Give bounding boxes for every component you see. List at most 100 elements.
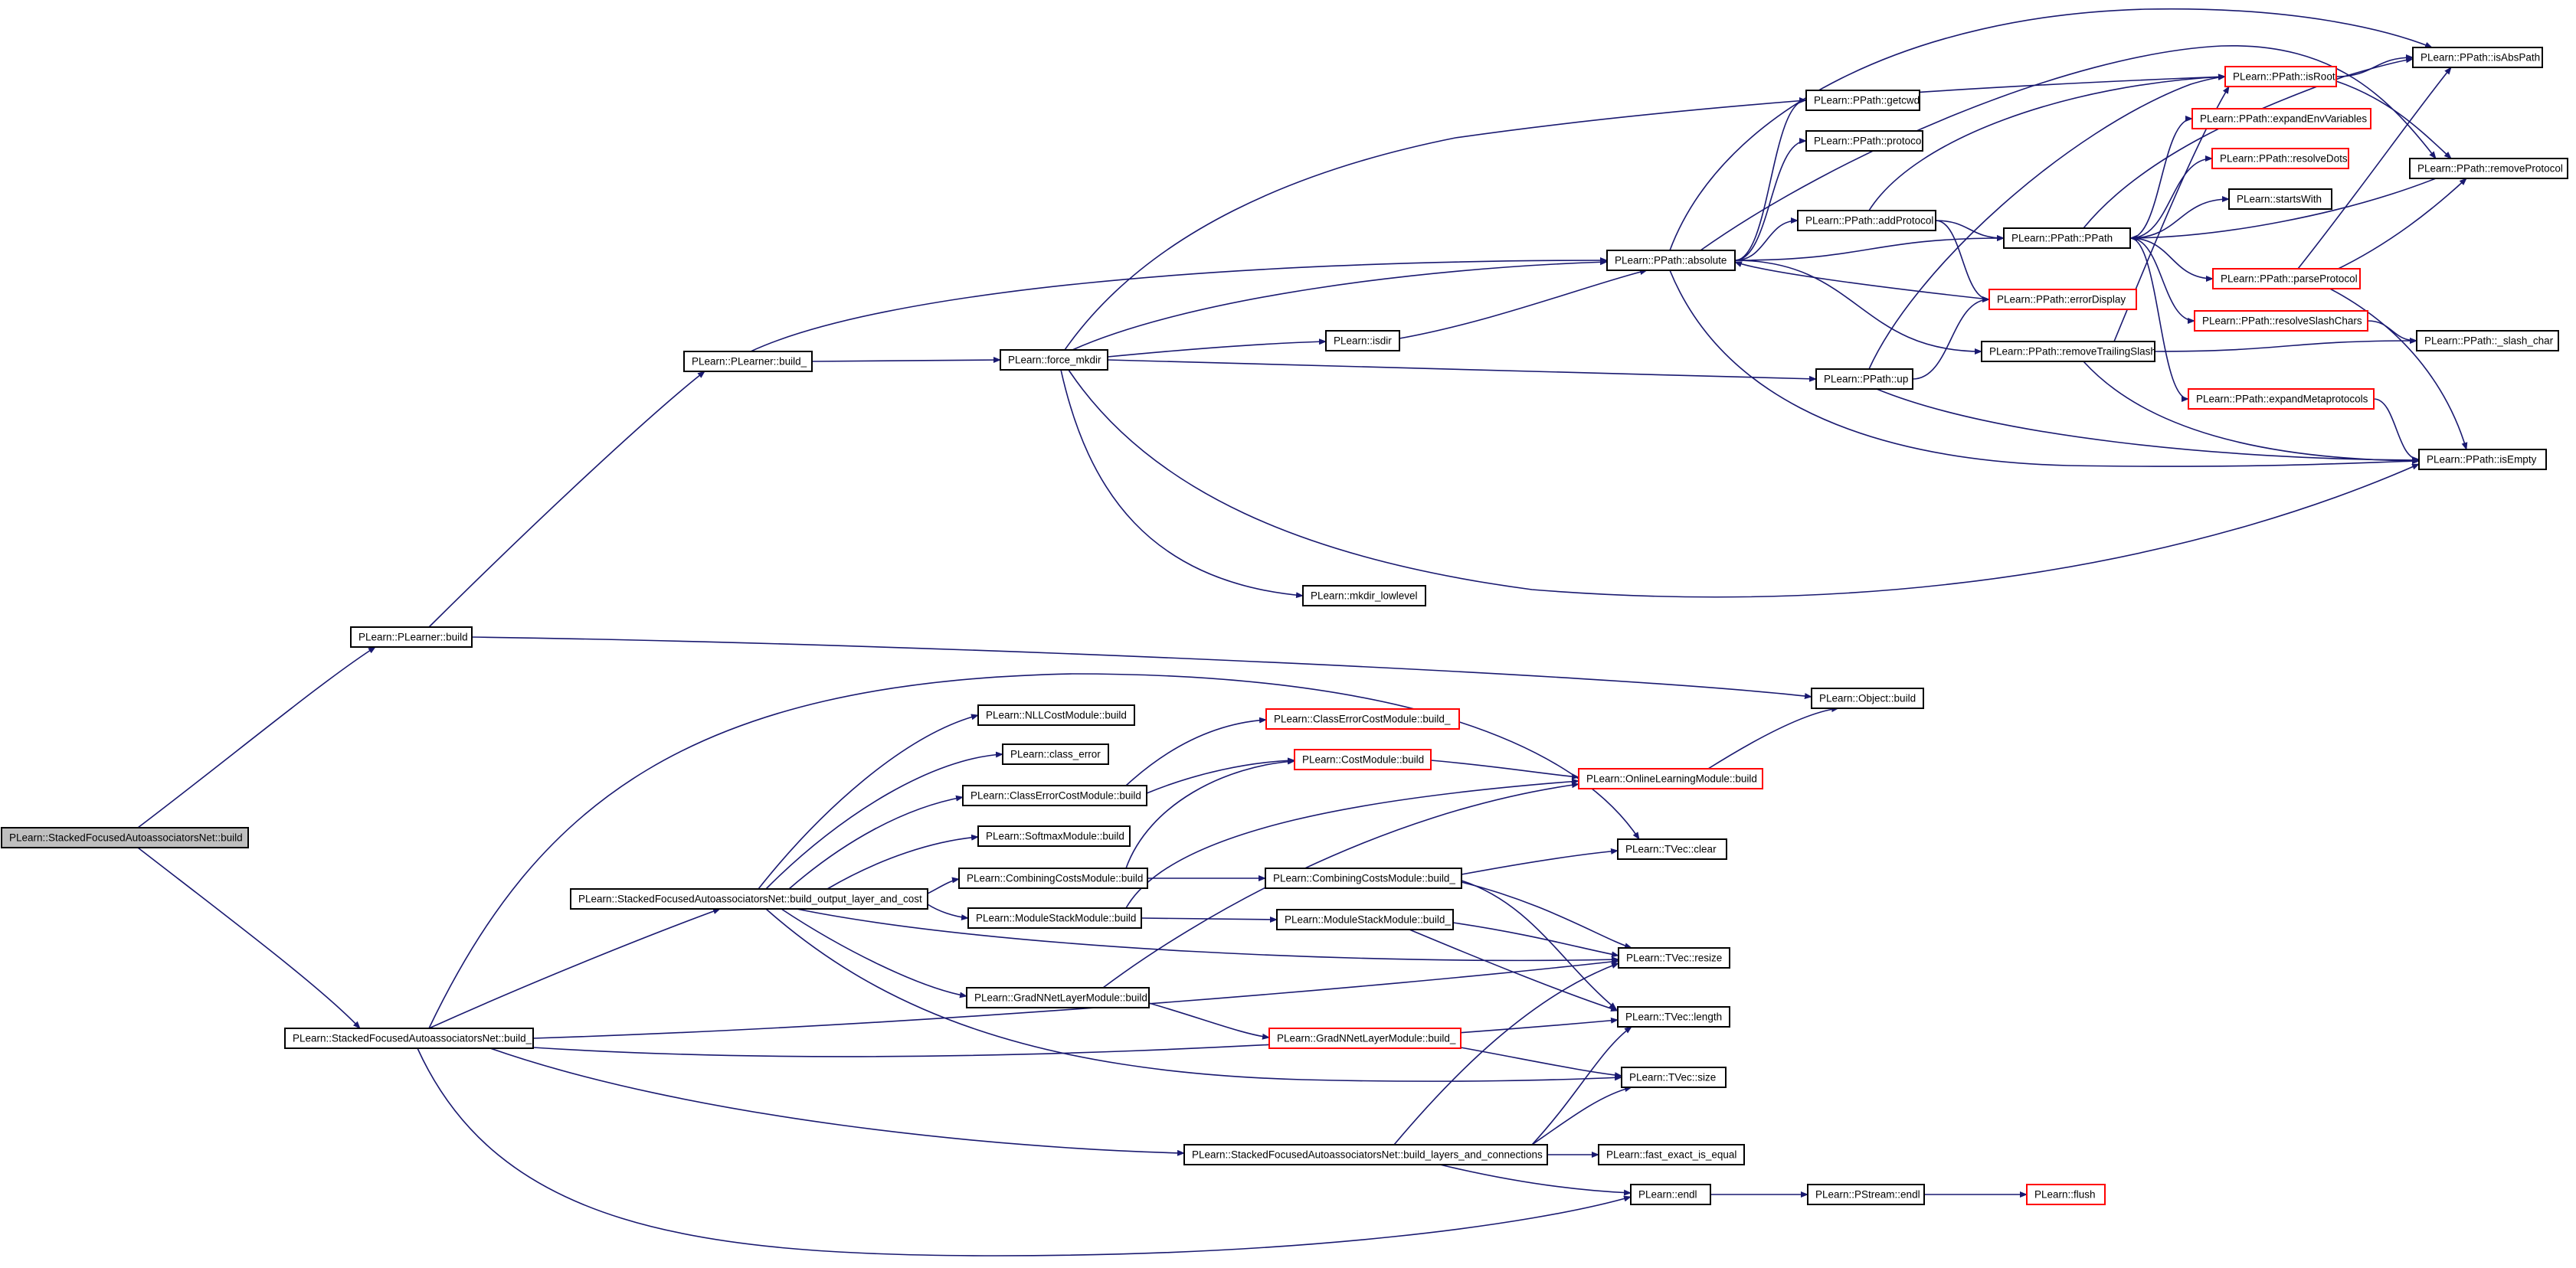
node-pstream-endl[interactable]: PLearn::PStream::endl xyxy=(1807,1184,1925,1205)
node-label: PLearn::PLearner::build_ xyxy=(692,356,807,368)
edge-sfan_build_-to-tvec_length xyxy=(532,1017,1619,1057)
node-box xyxy=(2409,158,2568,179)
node-box xyxy=(1325,330,1400,351)
node-box xyxy=(284,1028,534,1049)
edge-sfan_build_output-to-tvec_size xyxy=(765,908,1622,1082)
node-box xyxy=(1265,868,1462,889)
edge-combiningcosts_build_-to-tvec_clear xyxy=(1461,848,1619,875)
edge-ppath_removetrailingslash-to-ppath_slash_char xyxy=(2154,338,2417,352)
node-isdir[interactable]: PLearn::isdir xyxy=(1325,330,1400,351)
node-sfan-build-layers[interactable]: PLearn::StackedFocusedAutoassociatorsNet… xyxy=(1183,1144,1548,1165)
node-tvec-clear[interactable]: PLearn::TVec::clear xyxy=(1617,838,1727,860)
node-label: PLearn::ModuleStackModule::build xyxy=(976,913,1136,924)
edge-ppath_absolute-to-ppath_isempty xyxy=(1669,270,2420,467)
node-tvec-length[interactable]: PLearn::TVec::length xyxy=(1617,1006,1730,1028)
node-label: PLearn::PPath::expandMetaprotocols xyxy=(2196,394,2368,405)
node-box xyxy=(967,907,1142,929)
node-mkdir-lowlevel[interactable]: PLearn::mkdir_lowlevel xyxy=(1302,585,1426,606)
node-label: PLearn::NLLCostModule::build xyxy=(986,710,1127,721)
edge-sfan_build_output-to-tvec_resize xyxy=(796,908,1619,963)
node-ppath-isempty[interactable]: PLearn::PPath::isEmpty xyxy=(2418,449,2547,470)
node-nllcost-build[interactable]: PLearn::NLLCostModule::build xyxy=(977,704,1135,726)
node-label: PLearn::PPath::absolute xyxy=(1615,255,1727,266)
edge-force_mkdir-to-ppath_isempty xyxy=(1068,369,2420,598)
node-ppath-addprotocol[interactable]: PLearn::PPath::addProtocol xyxy=(1797,210,1936,231)
node-modulestack-build[interactable]: PLearn::ModuleStackModule::build xyxy=(967,907,1142,929)
node-label: PLearn::PLearner::build xyxy=(358,632,468,643)
edge-costmodule_build-to-onlinelearning_build xyxy=(1430,760,1579,780)
node-plearner-build[interactable]: PLearn::PLearner::build xyxy=(350,626,473,648)
node-ppath-ppath[interactable]: PLearn::PPath::PPath xyxy=(2003,227,2131,249)
edge-force_mkdir-to-ppath_up xyxy=(1107,359,1817,382)
node-softmax-build[interactable]: PLearn::SoftmaxModule::build xyxy=(977,825,1131,847)
edge-ppath_expandmetaprotocols-to-ppath_isempty xyxy=(2373,398,2420,462)
node-class-error[interactable]: PLearn::class_error xyxy=(1002,743,1109,765)
node-label: PLearn::PPath::isEmpty xyxy=(2427,454,2537,466)
node-classerrorcost-build[interactable]: PLearn::ClassErrorCostModule::build xyxy=(962,785,1147,806)
edge-layer xyxy=(137,8,2468,1257)
node-force-mkdir[interactable]: PLearn::force_mkdir xyxy=(1000,349,1108,371)
node-label: PLearn::PPath::removeProtocol xyxy=(2417,163,2563,175)
edge-ppath_up-to-ppath_isroot xyxy=(1868,74,2226,370)
node-ppath-removeprotocol[interactable]: PLearn::PPath::removeProtocol xyxy=(2409,158,2568,179)
node-box xyxy=(1811,688,1924,709)
edge-plearner_build_-to-force_mkdir xyxy=(811,357,1001,364)
node-ppath-removetrailingslash[interactable]: PLearn::PPath::removeTrailingSlash xyxy=(1981,341,2156,362)
node-label: PLearn::endl xyxy=(1638,1189,1697,1201)
node-ppath-slash-char[interactable]: PLearn::PPath::_slash_char xyxy=(2416,330,2559,351)
node-box xyxy=(2224,66,2337,87)
node-box xyxy=(1805,130,1923,152)
node-gradnnet-build[interactable]: PLearn::GradNNetLayerModule::build xyxy=(966,987,1150,1008)
node-box xyxy=(966,987,1150,1008)
node-box xyxy=(1815,368,1913,390)
edge-ppath_absolute-to-ppath_addprotocol xyxy=(1734,217,1799,261)
node-ppath-getcwd[interactable]: PLearn::PPath::getcwd xyxy=(1805,90,1920,111)
node-object-build[interactable]: PLearn::Object::build xyxy=(1811,688,1924,709)
node-combiningcosts-build-[interactable]: PLearn::CombiningCostsModule::build_ xyxy=(1265,868,1462,889)
edge-ppath_addprotocol-to-ppath_errordisplay xyxy=(1935,220,1990,302)
node-ppath-isabspath[interactable]: PLearn::PPath::isAbsPath xyxy=(2412,47,2543,68)
node-box xyxy=(1621,1067,1727,1088)
edge-ppath_ppath-to-ppath_resolvedots xyxy=(2129,155,2213,239)
node-combiningcosts-build[interactable]: PLearn::CombiningCostsModule::build xyxy=(958,868,1148,889)
node-onlinelearning-build[interactable]: PLearn::OnlineLearningModule::build xyxy=(1578,768,1763,789)
node-plearner-build-[interactable]: PLearn::PLearner::build_ xyxy=(683,351,813,372)
node-sfan-build-output[interactable]: PLearn::StackedFocusedAutoassociatorsNet… xyxy=(570,888,928,910)
node-ppath-errordisplay[interactable]: PLearn::PPath::errorDisplay xyxy=(1988,289,2137,310)
node-endl[interactable]: PLearn::endl xyxy=(1630,1184,1711,1205)
node-ppath-expandmetaprotocols[interactable]: PLearn::PPath::expandMetaprotocols xyxy=(2188,388,2375,410)
node-ppath-up[interactable]: PLearn::PPath::up xyxy=(1815,368,1913,390)
node-ppath-absolute[interactable]: PLearn::PPath::absolute xyxy=(1606,250,1736,271)
edge-ppath_parseprotocol-to-ppath_removeprotocol xyxy=(2328,178,2467,274)
node-box xyxy=(1606,250,1736,271)
edge-sfan_build_-to-sfan_build_layers xyxy=(489,1047,1185,1156)
node-costmodule-build[interactable]: PLearn::CostModule::build xyxy=(1294,749,1432,770)
node-gradnnet-build-[interactable]: PLearn::GradNNetLayerModule::build_ xyxy=(1268,1028,1461,1049)
node-root[interactable]: PLearn::StackedFocusedAutoassociatorsNet… xyxy=(1,827,249,848)
node-tvec-resize[interactable]: PLearn::TVec::resize xyxy=(1618,947,1730,969)
node-ppath-protocol[interactable]: PLearn::PPath::protocol xyxy=(1805,130,1923,152)
edge-sfan_build_layers-to-endl xyxy=(1439,1164,1632,1196)
node-ppath-expandenvvariables[interactable]: PLearn::PPath::expandEnvVariables xyxy=(2191,108,2371,129)
node-sfan-build-[interactable]: PLearn::StackedFocusedAutoassociatorsNet… xyxy=(284,1028,534,1049)
node-ppath-resolveslashchars[interactable]: PLearn::PPath::resolveSlashChars xyxy=(2194,310,2368,332)
node-box xyxy=(2212,268,2361,289)
edge-gradnnet_build-to-gradnnet_build_ xyxy=(1148,1002,1270,1040)
edge-classerrorcost_build-to-classerrorcost_build_ xyxy=(1125,717,1267,786)
node-flush[interactable]: PLearn::flush xyxy=(2026,1184,2106,1205)
node-tvec-size[interactable]: PLearn::TVec::size xyxy=(1621,1067,1727,1088)
node-label: PLearn::PPath::errorDisplay xyxy=(1997,294,2126,306)
edge-sfan_build_output-to-combiningcosts_build xyxy=(927,877,960,894)
node-modulestack-build-[interactable]: PLearn::ModuleStackModule::build_ xyxy=(1276,909,1454,930)
node-ppath-resolvedots[interactable]: PLearn::PPath::resolveDots xyxy=(2211,148,2349,169)
node-box xyxy=(2188,388,2375,410)
edge-ppath_resolveslashchars-to-ppath_slash_char xyxy=(2367,320,2417,344)
node-ppath-parseprotocol[interactable]: PLearn::PPath::parseProtocol xyxy=(2212,268,2361,289)
edge-ppath_isroot-to-ppath_isabspath xyxy=(2335,54,2414,77)
edge-plearner_build-to-object_build xyxy=(471,636,1812,699)
edge-root-to-sfan_build_ xyxy=(137,847,361,1029)
node-startswith[interactable]: PLearn::startsWith xyxy=(2228,188,2332,210)
node-classerrorcost-build-[interactable]: PLearn::ClassErrorCostModule::build_ xyxy=(1265,708,1460,730)
node-fast-exact-is-equal[interactable]: PLearn::fast_exact_is_equal xyxy=(1598,1144,1745,1165)
node-ppath-isroot[interactable]: PLearn::PPath::isRoot xyxy=(2224,66,2337,87)
